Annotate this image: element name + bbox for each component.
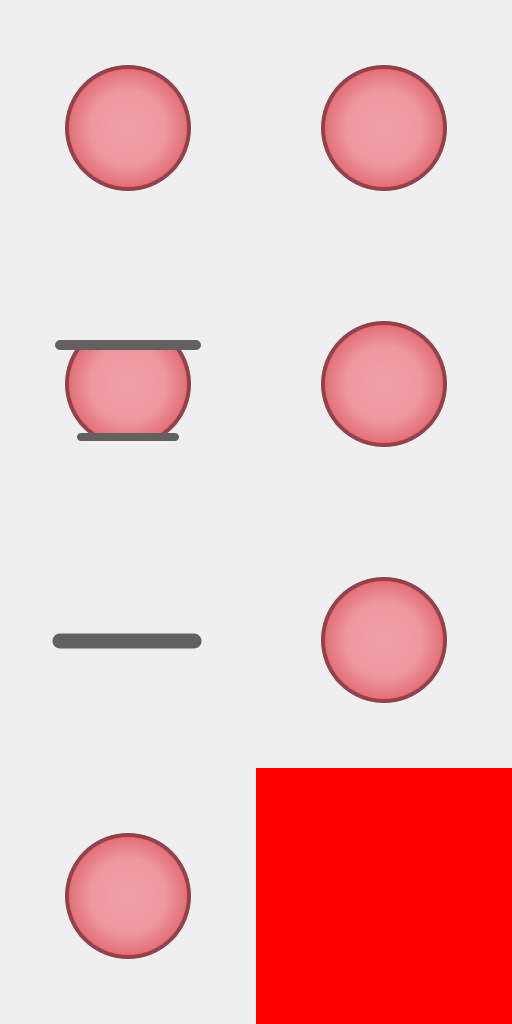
tile-r1-c1[interactable]: [256, 256, 512, 512]
tile-r0-c0[interactable]: [0, 0, 256, 256]
ball-icon: [321, 577, 447, 703]
ball-icon: [321, 65, 447, 191]
tile-r1-c0[interactable]: [0, 256, 256, 512]
ball-icon: [321, 321, 447, 447]
tile-r3-c0[interactable]: [0, 768, 256, 1024]
tile-r2-c1[interactable]: [256, 512, 512, 768]
squeezed-ball-icon: [65, 346, 191, 438]
tile-r0-c1[interactable]: [256, 0, 512, 256]
tile-r2-c0[interactable]: [0, 512, 256, 768]
ball-icon: [65, 833, 191, 959]
red-highlight-tile[interactable]: [256, 768, 512, 1024]
ball-icon: [65, 65, 191, 191]
